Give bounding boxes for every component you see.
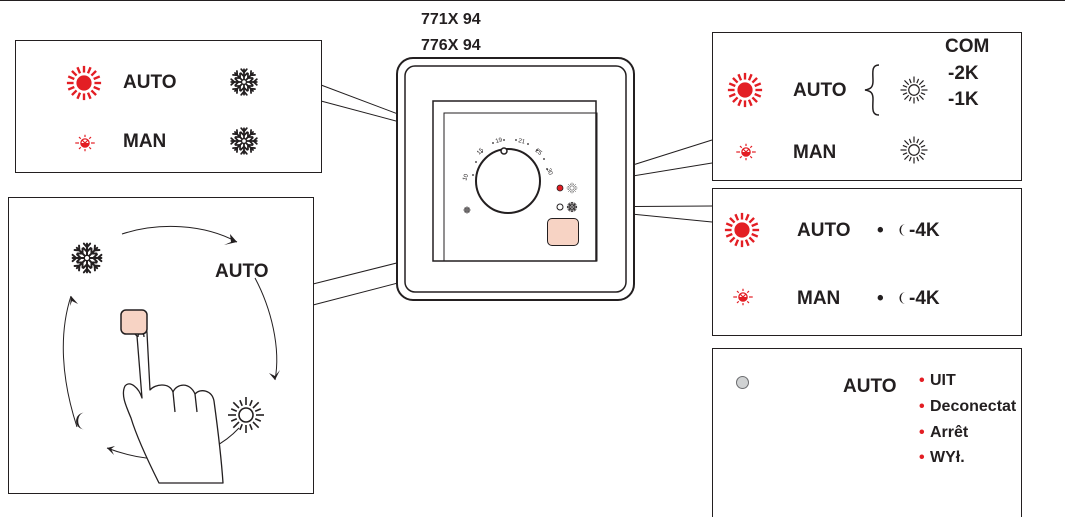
led-off-icon bbox=[736, 376, 749, 389]
cycle-auto-label: AUTO bbox=[215, 261, 269, 282]
dial-tick-15: 15 bbox=[476, 147, 485, 156]
mode-cycle-arrows bbox=[62, 225, 280, 484]
panel-top-left: AUTO MAN bbox=[15, 40, 322, 173]
auto-label: AUTO bbox=[793, 80, 847, 101]
minus-4k-label: -4K bbox=[909, 288, 940, 309]
snowflake-icon bbox=[228, 66, 260, 98]
off-label-wyl: WYł. bbox=[930, 449, 965, 466]
off-label-uit: UIT bbox=[930, 372, 956, 389]
model-number-2: 776X 94 bbox=[421, 37, 481, 54]
bullet: • bbox=[877, 288, 884, 309]
off-label-arret: Arrêt bbox=[930, 424, 969, 441]
dial-tick-10: 10 bbox=[462, 173, 470, 182]
bullet: • bbox=[919, 398, 925, 415]
minus-2k-label: -2K bbox=[948, 63, 979, 84]
sun-icon bbox=[899, 135, 929, 165]
panel-mode-cycle: AUTO bbox=[8, 197, 314, 494]
thermostat-device: 10 15 19 21 25 30 bbox=[396, 57, 635, 301]
sun-icon bbox=[227, 396, 265, 434]
bullet: • bbox=[919, 449, 925, 466]
bullet: • bbox=[877, 220, 884, 241]
dial-tick-19: 19 bbox=[495, 137, 504, 145]
snowflake-icon bbox=[69, 240, 105, 276]
moon-icon bbox=[76, 412, 85, 430]
man-label: MAN bbox=[123, 131, 167, 152]
com-label: COM bbox=[945, 36, 990, 57]
dial-tick-21: 21 bbox=[517, 138, 526, 146]
man-label: MAN bbox=[793, 142, 837, 163]
off-label-deconectat: Deconectat bbox=[930, 398, 1017, 415]
dial-tick-30: 30 bbox=[545, 168, 553, 177]
auto-label: AUTO bbox=[797, 220, 851, 241]
red-led-dim-icon bbox=[732, 288, 754, 306]
model-number-1: 771X 94 bbox=[421, 11, 481, 28]
snowflake-icon bbox=[228, 125, 260, 157]
red-led-dim-icon bbox=[74, 134, 96, 152]
bullet: • bbox=[919, 372, 925, 389]
man-label: MAN bbox=[797, 288, 841, 309]
red-led-blinking-icon bbox=[723, 211, 761, 249]
sun-icon bbox=[899, 75, 929, 105]
auto-label: AUTO bbox=[843, 376, 897, 397]
top-rule bbox=[0, 0, 1065, 1]
bullet: • bbox=[919, 424, 925, 441]
red-led-blinking-icon bbox=[65, 64, 103, 102]
red-led-dim-icon bbox=[735, 143, 757, 161]
panel-mid-right: AUTO • -4K MAN • -4K bbox=[712, 188, 1022, 336]
minus-4k-label: -4K bbox=[909, 220, 940, 241]
brace-icon bbox=[864, 64, 880, 116]
auto-label: AUTO bbox=[123, 72, 177, 93]
dial-tick-25: 25 bbox=[534, 148, 543, 157]
setpoint-dial[interactable]: 10 15 19 21 25 30 bbox=[396, 57, 635, 301]
mode-button[interactable] bbox=[547, 218, 579, 246]
panel-bottom-right: AUTO • UIT • Deconectat • Arrêt • WYł. bbox=[712, 348, 1022, 517]
panel-top-right: COM -2K -1K AUTO MAN bbox=[712, 32, 1022, 181]
red-led-blinking-icon bbox=[726, 71, 764, 109]
minus-1k-label: -1K bbox=[948, 89, 979, 110]
